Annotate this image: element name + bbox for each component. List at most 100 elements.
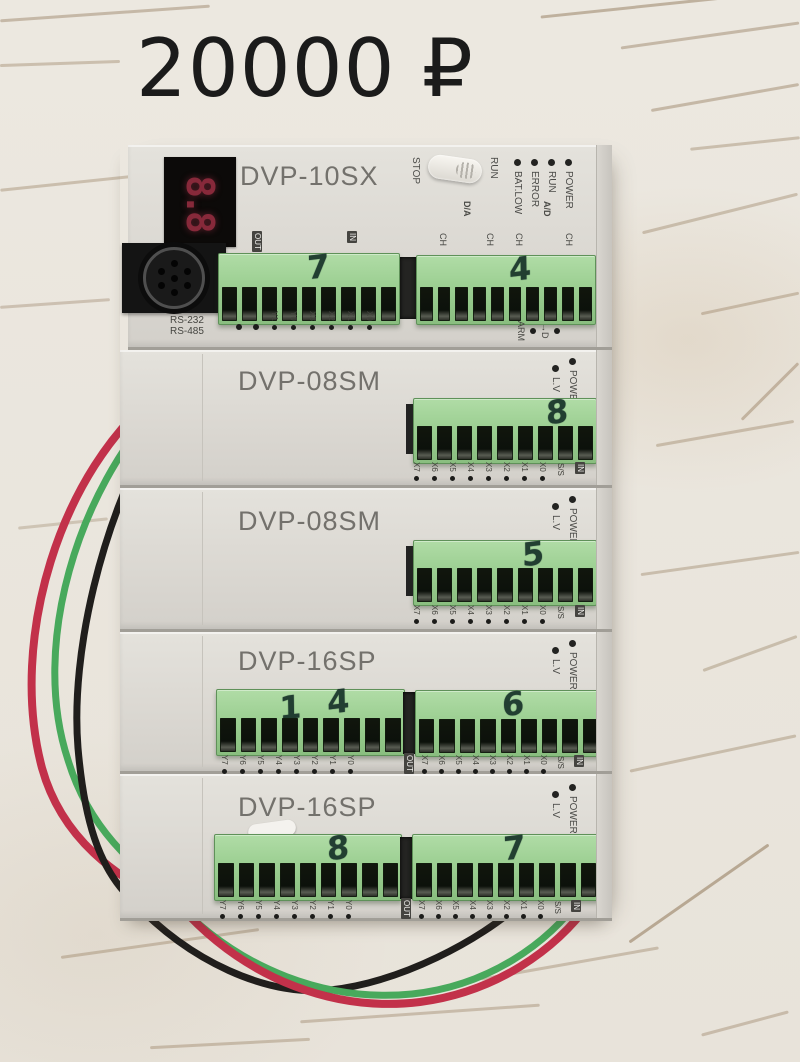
input-label: X7 — [412, 605, 421, 624]
ch-label: CH — [438, 233, 448, 246]
led-group: L.V POWER — [550, 784, 578, 834]
terminal-slot — [321, 287, 337, 321]
run-stop-switch[interactable] — [426, 153, 484, 185]
output-label: Y6 — [238, 755, 247, 774]
input-label: X1 — [519, 900, 528, 919]
input-label: X6 — [430, 462, 439, 481]
terminal-slot — [517, 568, 533, 602]
ss-label: S/S — [556, 756, 565, 769]
terminal-slots — [222, 287, 397, 321]
terminal-slot — [417, 568, 433, 602]
terminal-slot — [477, 426, 493, 460]
led-dot — [530, 328, 536, 334]
input-label: X5 — [448, 462, 457, 481]
input-label: X5 — [448, 605, 457, 624]
in-badge: IN — [575, 462, 585, 474]
terminal-stub — [406, 404, 414, 454]
power-label: POWER — [567, 496, 578, 546]
terminal-slot — [222, 287, 237, 321]
lv-label: L.V — [550, 503, 561, 546]
input-label: X1 — [520, 462, 529, 481]
input-label: X2 — [502, 900, 511, 919]
terminal-slot — [539, 863, 555, 897]
terminal-slot — [557, 426, 573, 460]
ss-label: S/S — [556, 463, 565, 476]
terminal-slot — [517, 426, 533, 460]
arm-d-group: ARM →D — [516, 321, 560, 341]
input-label: X0 — [536, 900, 545, 919]
input-label: X0 — [538, 462, 547, 481]
terminal-slot — [220, 718, 236, 752]
terminal-slot — [361, 863, 378, 897]
output-label: Y1 — [328, 755, 337, 774]
terminal-slots — [218, 863, 399, 897]
input-label: X5 — [451, 900, 460, 919]
io-label: X1 — [346, 311, 355, 330]
terminal-slot — [577, 426, 593, 460]
terminal-slots — [419, 719, 598, 753]
terminal-slot — [557, 568, 573, 602]
terminal-slot — [561, 287, 575, 321]
terminal-slot — [459, 719, 476, 753]
terminal-block-right[interactable]: 4 — [416, 249, 596, 325]
terminal-block-right[interactable]: 7 — [412, 828, 600, 901]
led-group: L.V POWER — [550, 496, 578, 546]
terminal-slot — [543, 287, 557, 321]
input-label: X4 — [466, 605, 475, 624]
terminal-stub — [406, 546, 414, 596]
arm-label: ARM — [516, 321, 526, 341]
terminal-slot — [455, 287, 469, 321]
terminal-slots — [417, 426, 593, 460]
terminal-slots — [420, 287, 593, 321]
stop-label: STOP — [410, 157, 421, 185]
terminal-slot — [497, 568, 513, 602]
output-label: Y3 — [290, 900, 299, 919]
input-label: X1 — [520, 605, 529, 624]
terminal-slot — [457, 568, 473, 602]
input-label: X2 — [502, 605, 511, 624]
input-label: X0 — [538, 605, 547, 624]
ch-label: CH — [564, 233, 574, 246]
io-label: X0 — [365, 311, 374, 330]
terminal-block-left[interactable]: 8 — [214, 828, 402, 901]
seven-segment-display: 8.8 — [164, 157, 236, 247]
terminal-slot — [323, 718, 340, 752]
led-group: L.V POWER — [550, 358, 578, 408]
out-badge: OUT — [401, 898, 411, 919]
terminal-block-left[interactable]: 7 — [218, 247, 400, 325]
terminal-block-right[interactable]: 6 — [415, 684, 602, 757]
input-label: X3 — [484, 462, 493, 481]
terminal-slot — [259, 863, 275, 897]
terminal-slot — [281, 287, 297, 321]
terminal-block[interactable]: 5 — [413, 534, 597, 606]
status-led-label: RUN — [546, 159, 557, 214]
terminal-slot — [526, 287, 539, 321]
terminal-slot — [477, 863, 494, 897]
terminal-slot — [300, 863, 316, 897]
input-label: X3 — [485, 900, 494, 919]
terminal-gap — [400, 257, 416, 319]
terminal-slots — [417, 568, 593, 602]
terminal-slot — [261, 287, 277, 321]
input-label: X4 — [466, 462, 475, 481]
terminal-block[interactable]: 8 — [413, 392, 597, 464]
output-label: Y5 — [256, 755, 265, 774]
terminal-slot — [537, 568, 553, 602]
module-title: DVP-08SM — [238, 506, 382, 536]
din-pins — [170, 274, 178, 282]
din-connector — [122, 243, 226, 313]
terminal-slot — [508, 287, 522, 321]
input-label: X4 — [471, 755, 480, 774]
terminal-slot — [541, 719, 558, 753]
terminal-block-left[interactable]: 14 — [216, 678, 405, 756]
led-group: L.V POWER — [550, 640, 578, 690]
terminal-slot — [473, 287, 486, 321]
terminal-slot — [457, 426, 473, 460]
io-label: X2 — [327, 311, 336, 330]
terminal-slot — [562, 719, 578, 753]
